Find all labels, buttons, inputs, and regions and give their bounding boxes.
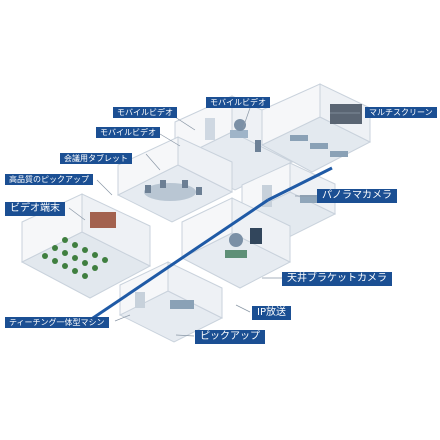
label-pickup: ピックアップ (195, 330, 265, 344)
label-mobile-video-3: モバイルビデオ (96, 127, 160, 138)
label-teaching-machine: ティーチング一体型マシン (5, 317, 109, 328)
label-meeting-tablet: 会議用タブレット (60, 153, 132, 164)
network-trunk-line (89, 198, 269, 322)
label-hq-pickup: 高品質のピックアップ (5, 174, 93, 185)
label-multi-screen: マルチスクリーン (365, 107, 437, 118)
label-mobile-video-2: モバイルビデオ (113, 107, 177, 118)
room-meeting (116, 136, 234, 223)
label-panorama-camera: パノラマカメラ (317, 189, 397, 203)
label-mobile-video-1: モバイルビデオ (206, 97, 270, 108)
label-ip-broadcast: IP放送 (252, 306, 291, 320)
label-ceiling-camera: 天井ブラケットカメラ (282, 272, 392, 286)
room-lecture-hall (20, 193, 152, 299)
label-video-terminal: ビデオ端末 (5, 202, 65, 216)
